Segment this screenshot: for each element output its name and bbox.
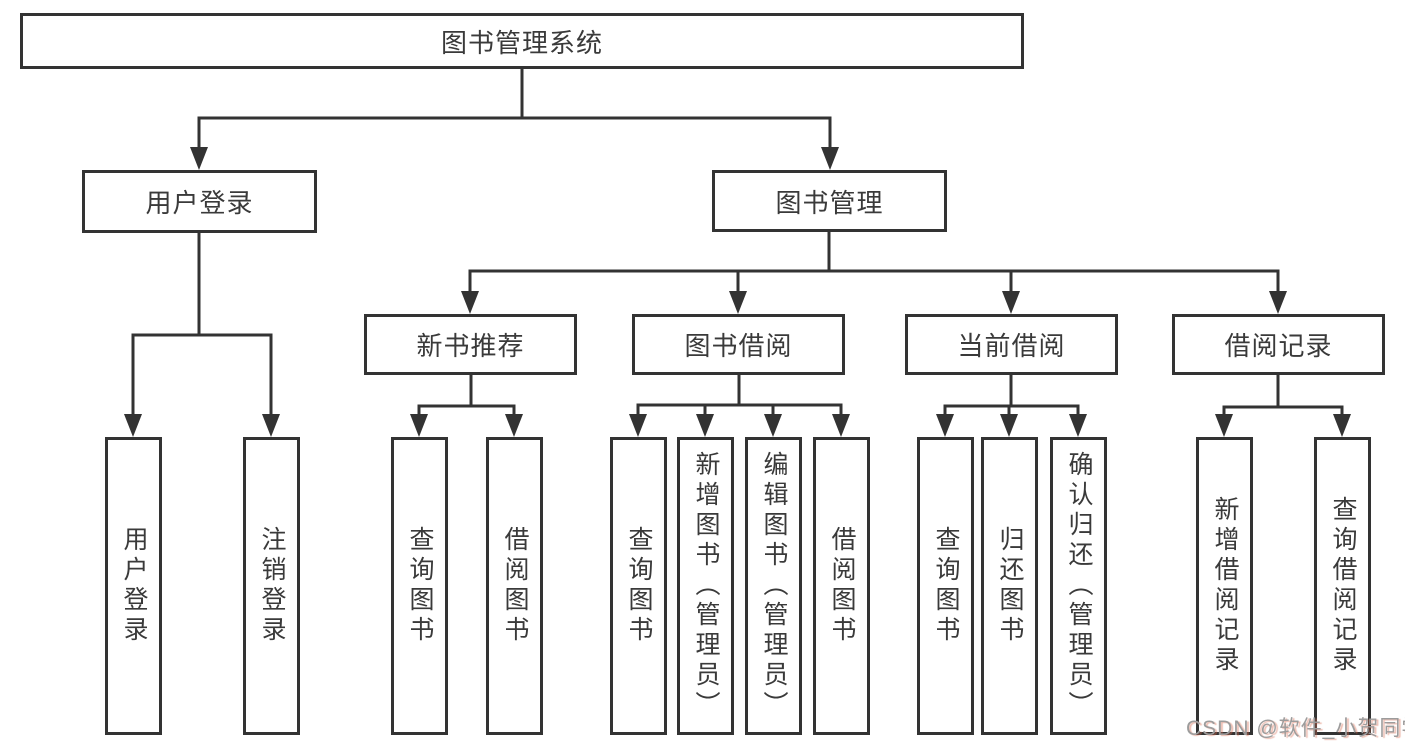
- node-book-management: 图书管理: [712, 170, 947, 232]
- leaf-query-borrow-record: 查询借阅记录: [1314, 437, 1371, 735]
- leaf-add-book-admin: 新增图书（管理员）: [677, 437, 734, 735]
- leaf-borrow-book-recommend: 借阅图书: [486, 437, 543, 735]
- leaf-user-login: 用户登录: [105, 437, 162, 735]
- node-book-borrow: 图书借阅: [632, 314, 845, 375]
- leaf-query-book-recommend: 查询图书: [391, 437, 448, 735]
- leaf-query-book-borrow: 查询图书: [610, 437, 667, 735]
- leaf-query-book-current: 查询图书: [917, 437, 974, 735]
- leaf-edit-book-admin: 编辑图书（管理员）: [745, 437, 802, 735]
- arrowheads: [124, 147, 1351, 437]
- node-current-borrow: 当前借阅: [905, 314, 1118, 375]
- leaf-logout: 注销登录: [243, 437, 300, 735]
- node-root-system: 图书管理系统: [20, 13, 1024, 69]
- node-new-book-recommend: 新书推荐: [364, 314, 577, 375]
- csdn-watermark: CSDN @软件_小贺同学: [1186, 717, 1405, 740]
- leaf-return-book: 归还图书: [981, 437, 1038, 735]
- leaf-confirm-return-admin: 确认归还（管理员）: [1050, 437, 1107, 735]
- node-user-login: 用户登录: [82, 170, 317, 233]
- leaf-borrow-book: 借阅图书: [813, 437, 870, 735]
- node-borrow-records: 借阅记录: [1172, 314, 1385, 375]
- leaf-add-borrow-record: 新增借阅记录: [1196, 437, 1253, 735]
